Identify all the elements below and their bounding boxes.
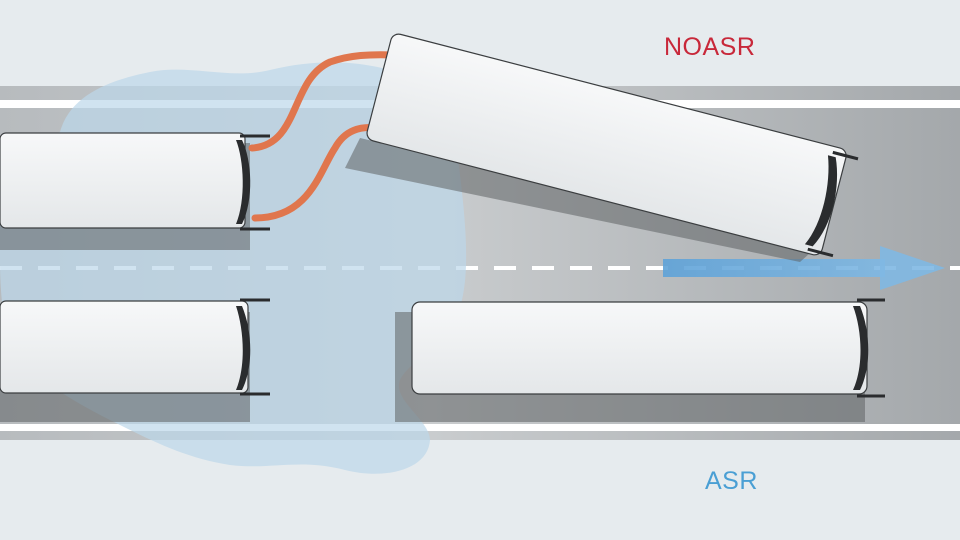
- vehicle-front-bottom: [395, 298, 885, 422]
- road-shoulder-bottom: [0, 440, 960, 540]
- vehicle-front-jackknifed: [345, 33, 859, 262]
- vehicle-rear-bottom: [0, 298, 270, 422]
- coupling-hoses: [248, 51, 399, 222]
- right-arrow-icon: [663, 246, 945, 290]
- vehicle-rear-top: [0, 132, 270, 250]
- lane-line-bottom: [0, 424, 960, 431]
- label-bottom: ASR: [705, 467, 758, 495]
- label-top: NOASR: [664, 33, 756, 61]
